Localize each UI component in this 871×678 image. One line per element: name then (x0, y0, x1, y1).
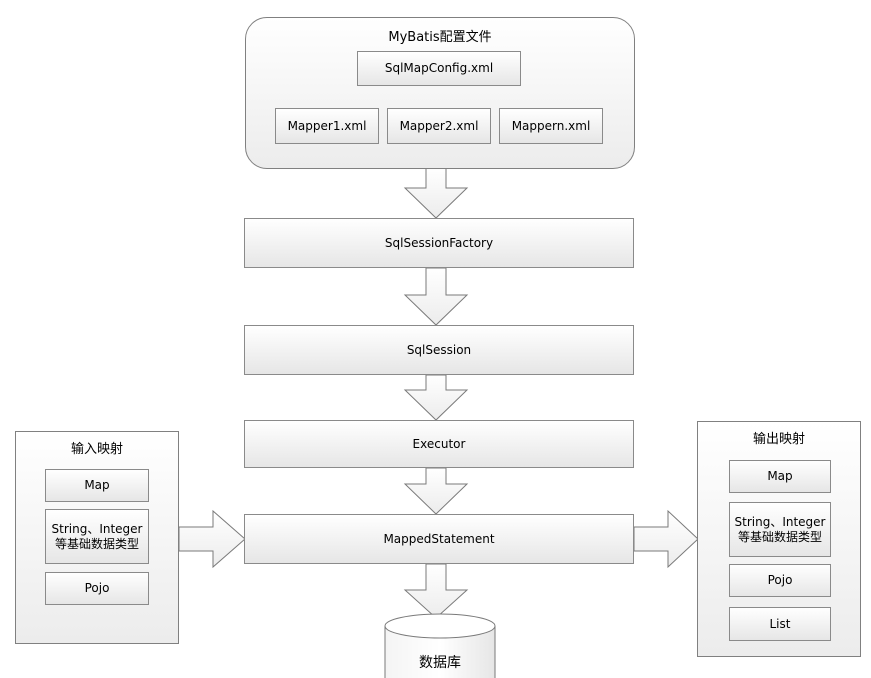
input-map-box: Map (45, 469, 149, 502)
input-mapping-title: 输入映射 (70, 442, 123, 457)
config-group: MyBatis配置文件 SqlMapConfig.xml Mapper1.xml… (245, 17, 635, 169)
arrow-session-to-executor (403, 374, 469, 421)
arrow-statement-to-output (633, 509, 699, 569)
database-label: 数据库 (419, 655, 461, 671)
output-pojo-box: Pojo (729, 564, 831, 597)
mapper-box: Mappern.xml (499, 108, 603, 144)
arrow-input-to-statement (178, 509, 246, 569)
input-basic-types-box: String、Integer等基础数据类型 (45, 509, 149, 564)
arrow-statement-to-database (403, 563, 469, 619)
output-list-box: List (729, 607, 831, 641)
output-basic-types-box: String、Integer等基础数据类型 (729, 502, 831, 557)
mappedstatement-box: MappedStatement (244, 514, 634, 564)
arrow-config-to-factory (403, 167, 469, 219)
sqlmapconfig-box: SqlMapConfig.xml (357, 51, 521, 86)
mapper-box: Mapper1.xml (275, 108, 379, 144)
database-cylinder (384, 613, 496, 678)
mapper-box: Mapper2.xml (387, 108, 491, 144)
output-map-box: Map (729, 460, 831, 493)
sqlsessionfactory-box: SqlSessionFactory (244, 218, 634, 268)
output-mapping-group: 输出映射 Map String、Integer等基础数据类型 Pojo List (697, 421, 861, 657)
sqlsession-box: SqlSession (244, 325, 634, 375)
output-mapping-title: 输出映射 (752, 432, 805, 447)
input-pojo-box: Pojo (45, 572, 149, 605)
config-title: MyBatis配置文件 (388, 30, 492, 45)
input-mapping-group: 输入映射 Map String、Integer等基础数据类型 Pojo (15, 431, 179, 644)
arrow-executor-to-statement (403, 467, 469, 515)
arrow-factory-to-session (403, 267, 469, 326)
executor-box: Executor (244, 420, 634, 468)
